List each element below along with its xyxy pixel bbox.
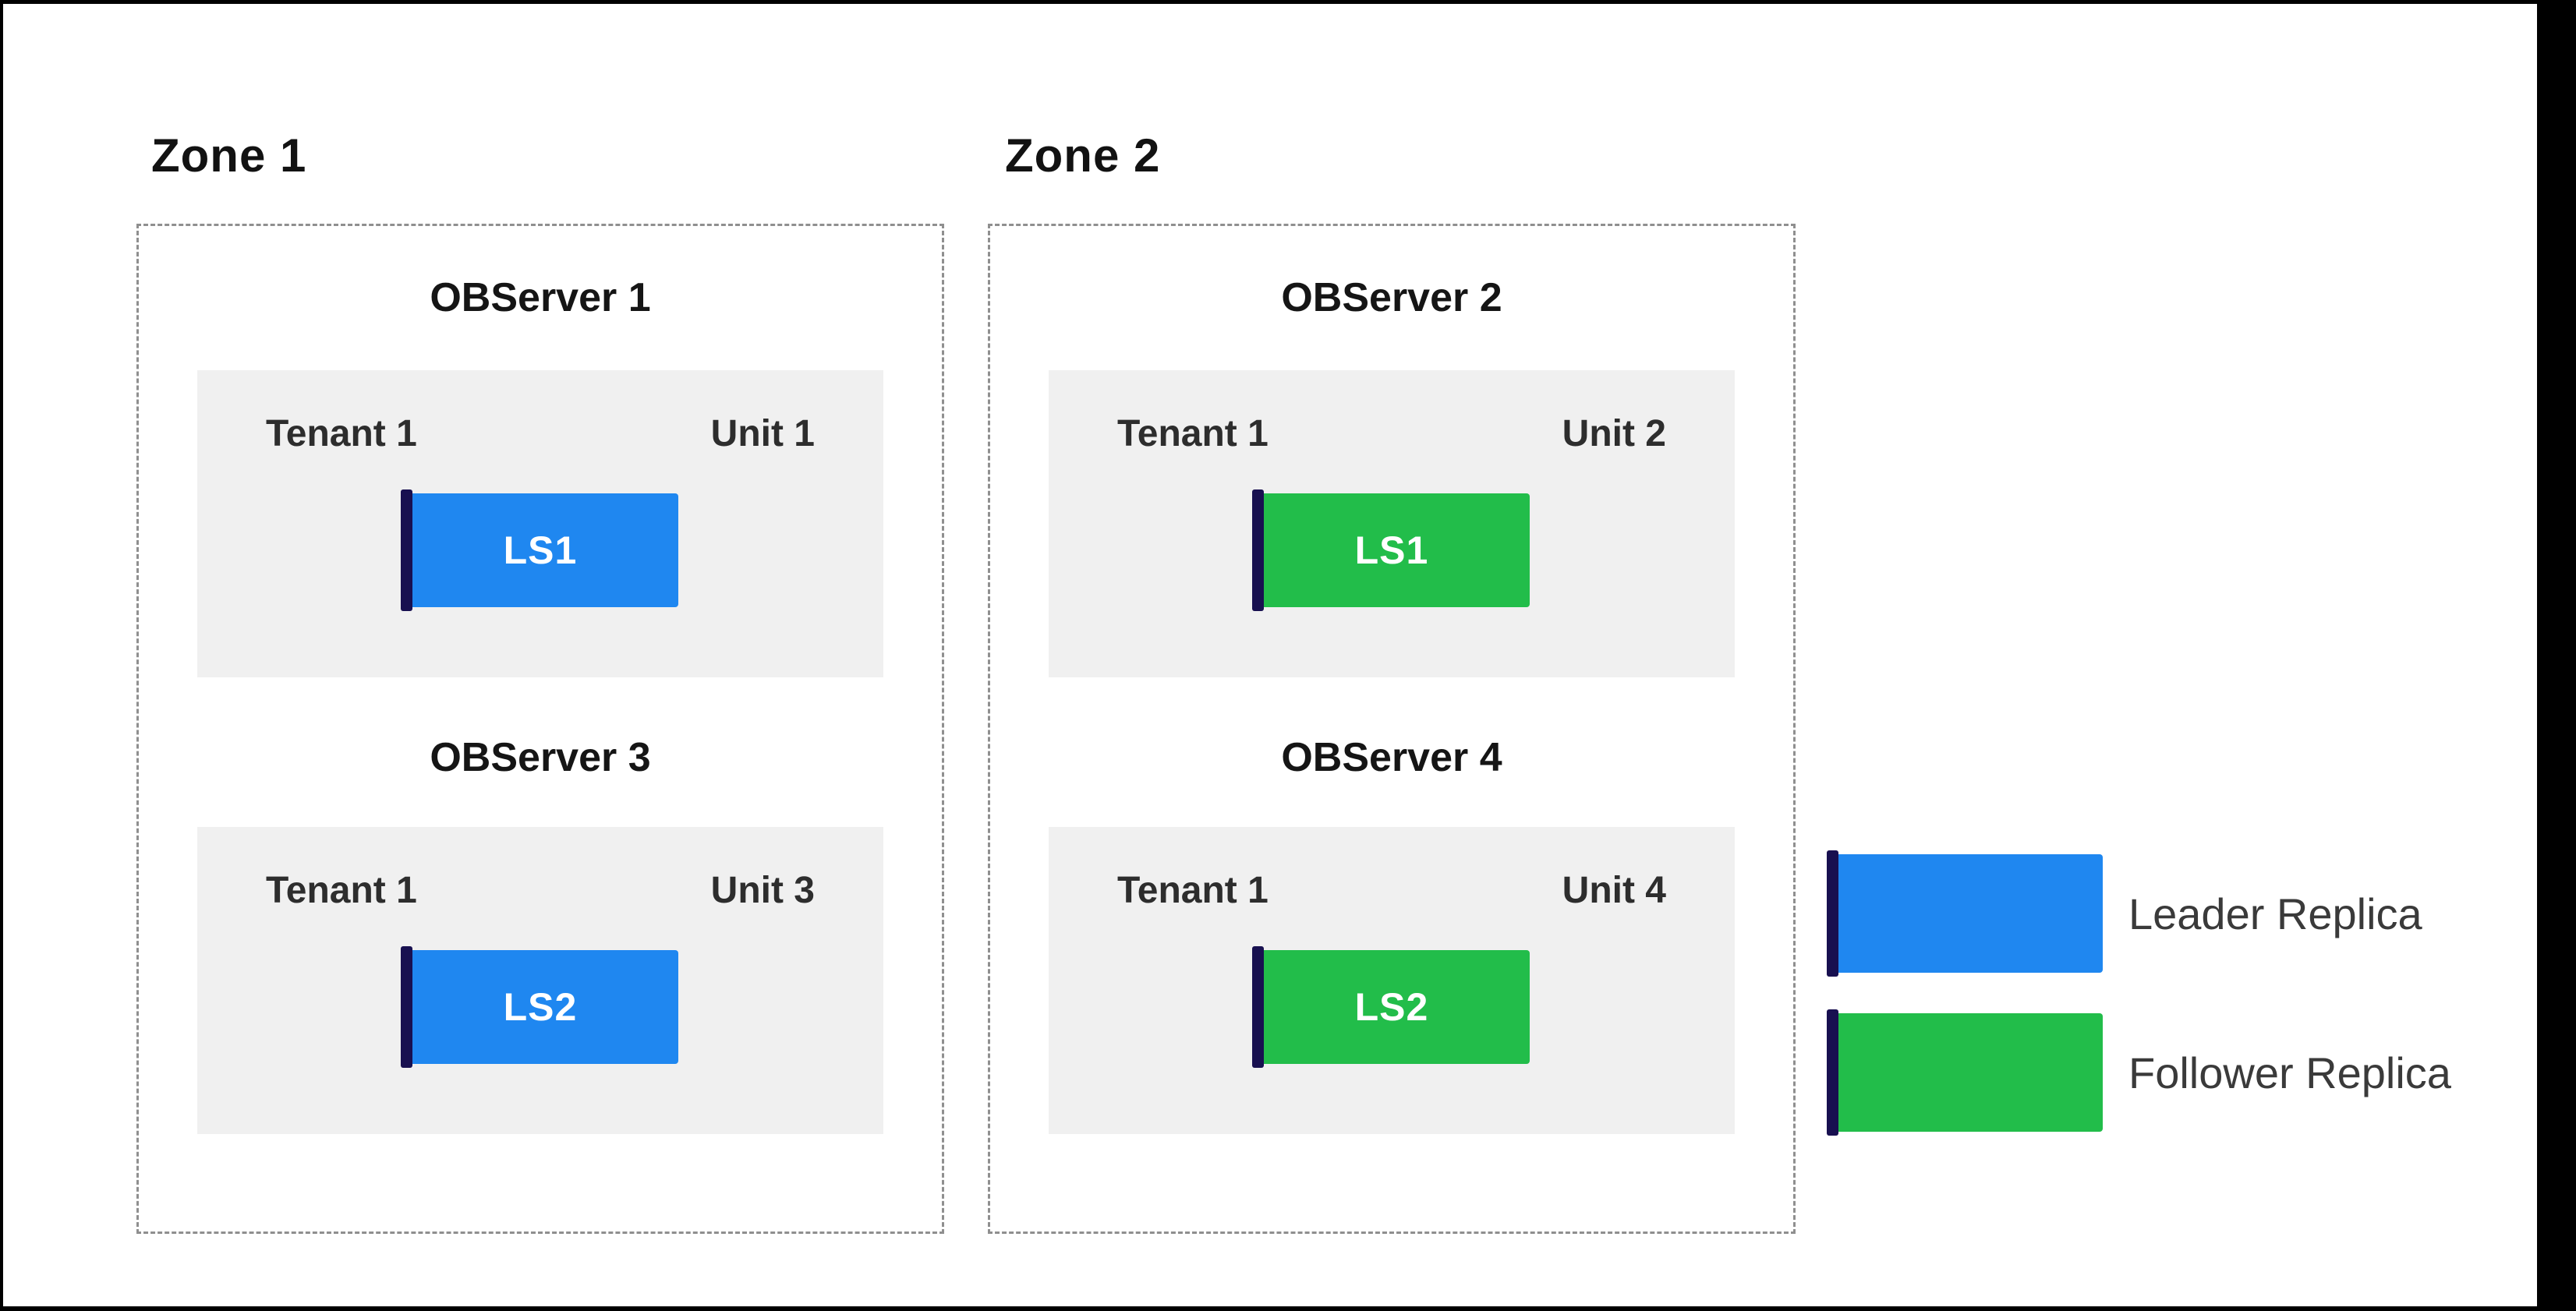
legend-follower-label: Follower Replica: [2128, 1048, 2451, 1097]
unit-label: Unit 2: [1562, 413, 1666, 454]
observer-2-title: OBServer 2: [1281, 275, 1502, 320]
observer-3-title: OBServer 3: [430, 735, 651, 780]
log-stream-leader-replica-box: LS1: [401, 489, 678, 611]
log-stream-label: LS1: [503, 528, 578, 572]
image-border-right: [2537, 0, 2576, 1311]
log-stream-label: LS1: [1354, 528, 1429, 572]
unit-label: Unit 1: [710, 413, 815, 454]
tenant-label: Tenant 1: [1117, 870, 1269, 911]
observer-4-title: OBServer 4: [1281, 735, 1502, 780]
image-border-bottom: [0, 1306, 2576, 1311]
replica-edge-stripe: [1252, 946, 1264, 1068]
observer-3-unit-box: Tenant 1 Unit 3 LS2: [197, 827, 883, 1134]
image-border-top: [0, 0, 2576, 4]
replica-edge-stripe: [401, 489, 412, 611]
replica-edge-stripe: [1252, 489, 1264, 611]
observer-4-unit-box: Tenant 1 Unit 4 LS2: [1049, 827, 1735, 1134]
observer-1-title: OBServer 1: [430, 275, 651, 320]
unit-label: Unit 4: [1562, 870, 1666, 911]
replica-edge-stripe: [1827, 850, 1838, 977]
tenant-label: Tenant 1: [1117, 413, 1269, 454]
log-stream-leader-replica-box: LS2: [401, 946, 678, 1068]
zone-1-label: Zone 1: [151, 129, 307, 182]
legend-leader-swatch: [1827, 850, 2103, 977]
observer-2-unit-box: Tenant 1 Unit 2 LS1: [1049, 370, 1735, 677]
tenant-label: Tenant 1: [266, 413, 417, 454]
zone-2-label: Zone 2: [1005, 129, 1161, 182]
log-stream-label: LS2: [503, 985, 578, 1029]
zone-2-box: OBServer 2 Tenant 1 Unit 2 LS1 OBServer …: [988, 224, 1796, 1234]
zone-1-box: OBServer 1 Tenant 1 Unit 1 LS1 OBServer …: [136, 224, 944, 1234]
log-stream-follower-replica-box: LS1: [1252, 489, 1530, 611]
unit-label: Unit 3: [710, 870, 815, 911]
legend-follower-swatch: [1827, 1009, 2103, 1136]
replica-edge-stripe: [1827, 1009, 1838, 1136]
tenant-label: Tenant 1: [266, 870, 417, 911]
image-border-left: [0, 0, 3, 1311]
legend-leader-label: Leader Replica: [2128, 889, 2422, 938]
log-stream-label: LS2: [1354, 985, 1429, 1029]
observer-1-unit-box: Tenant 1 Unit 1 LS1: [197, 370, 883, 677]
log-stream-follower-replica-box: LS2: [1252, 946, 1530, 1068]
replica-edge-stripe: [401, 946, 412, 1068]
